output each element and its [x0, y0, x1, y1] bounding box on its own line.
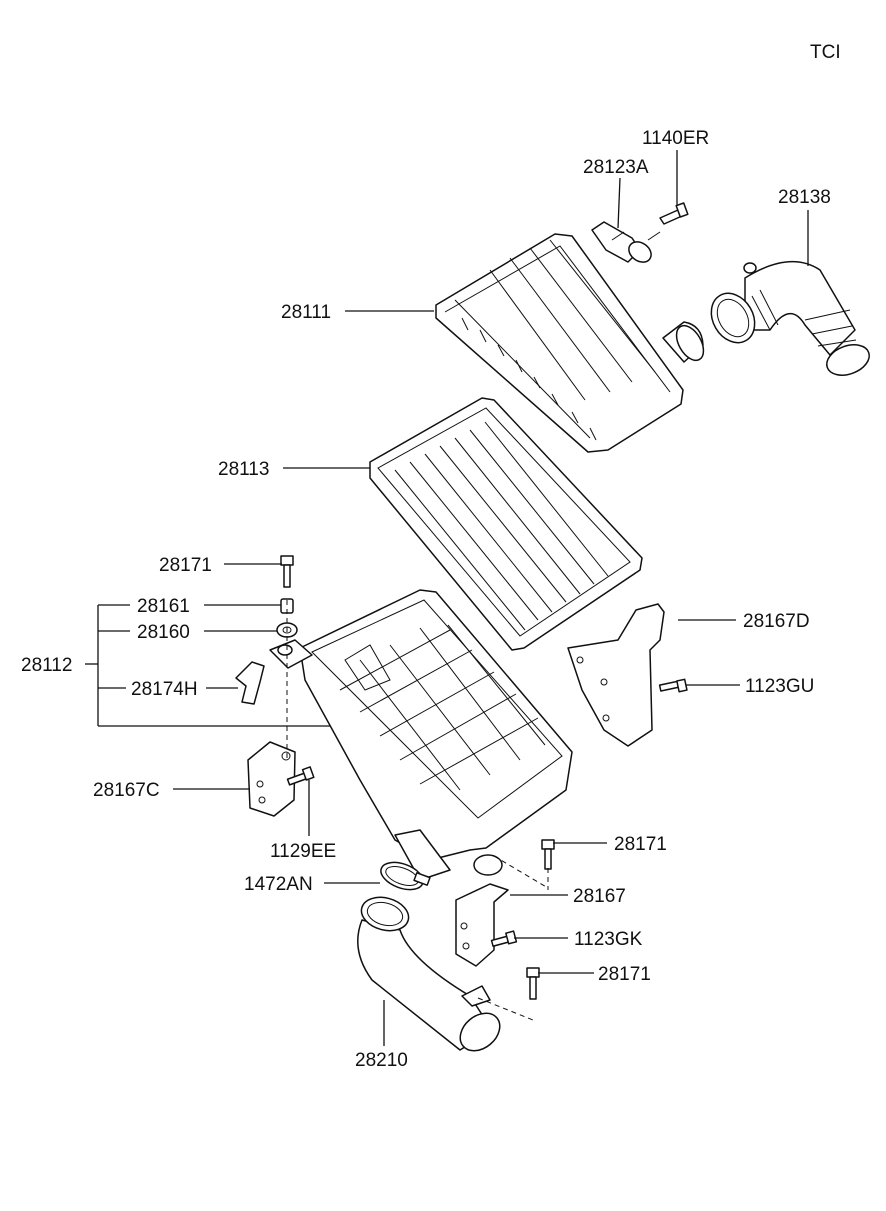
leader-lines	[85, 150, 809, 1046]
label-1140er: 1140ER	[642, 128, 709, 149]
intake-duct	[357, 896, 501, 1052]
air-cleaner-upper-cover	[435, 233, 705, 453]
part-labels: 1140ER 28123A 28138 28111 28113 28171 28…	[21, 128, 831, 1071]
bracket-28167	[455, 883, 509, 967]
label-28174h: 28174H	[131, 679, 198, 700]
bolt-28171-mid	[541, 839, 555, 870]
label-28171-top: 28171	[159, 555, 212, 576]
label-28113: 28113	[218, 459, 269, 480]
air-filter-element	[369, 397, 643, 651]
air-temp-sensor	[591, 221, 661, 263]
label-28160: 28160	[137, 622, 190, 643]
bolt-1123gk	[490, 930, 518, 947]
air-cleaner-lower-body	[299, 589, 573, 881]
label-28210: 28210	[355, 1050, 408, 1071]
label-28171-bottom: 28171	[598, 964, 651, 985]
label-1123gk: 1123GK	[574, 929, 643, 950]
bolt-1123gu	[658, 678, 688, 693]
label-28171-mid: 28171	[614, 834, 667, 855]
assembly-line-lower	[493, 855, 549, 889]
label-28167c: 28167C	[93, 780, 160, 801]
assembly-line-duct	[477, 997, 534, 1021]
label-1472an: 1472AN	[244, 874, 313, 895]
bolt-28171-bottom	[526, 967, 540, 1000]
label-1129ee: 1129EE	[270, 841, 336, 862]
mount-grommet-area	[269, 639, 313, 669]
label-1123gu: 1123GU	[745, 676, 814, 697]
bracket-28167d	[567, 603, 665, 747]
label-28111: 28111	[281, 302, 331, 323]
variant-label: TCI	[810, 42, 841, 63]
label-28167: 28167	[573, 886, 626, 907]
label-28123a: 28123A	[583, 157, 649, 178]
label-28138: 28138	[778, 187, 831, 208]
label-28167d: 28167D	[743, 611, 810, 632]
bracket-28167c	[247, 741, 296, 817]
label-28161: 28161	[137, 596, 190, 617]
clip-28174h	[235, 661, 265, 705]
label-28112: 28112	[21, 655, 72, 676]
intake-hose	[710, 260, 870, 376]
bolt-28171-top	[280, 555, 294, 588]
screw-1140er	[659, 202, 689, 225]
bolt-1129ee	[286, 766, 315, 786]
hose-clamp-1472an	[380, 861, 431, 891]
